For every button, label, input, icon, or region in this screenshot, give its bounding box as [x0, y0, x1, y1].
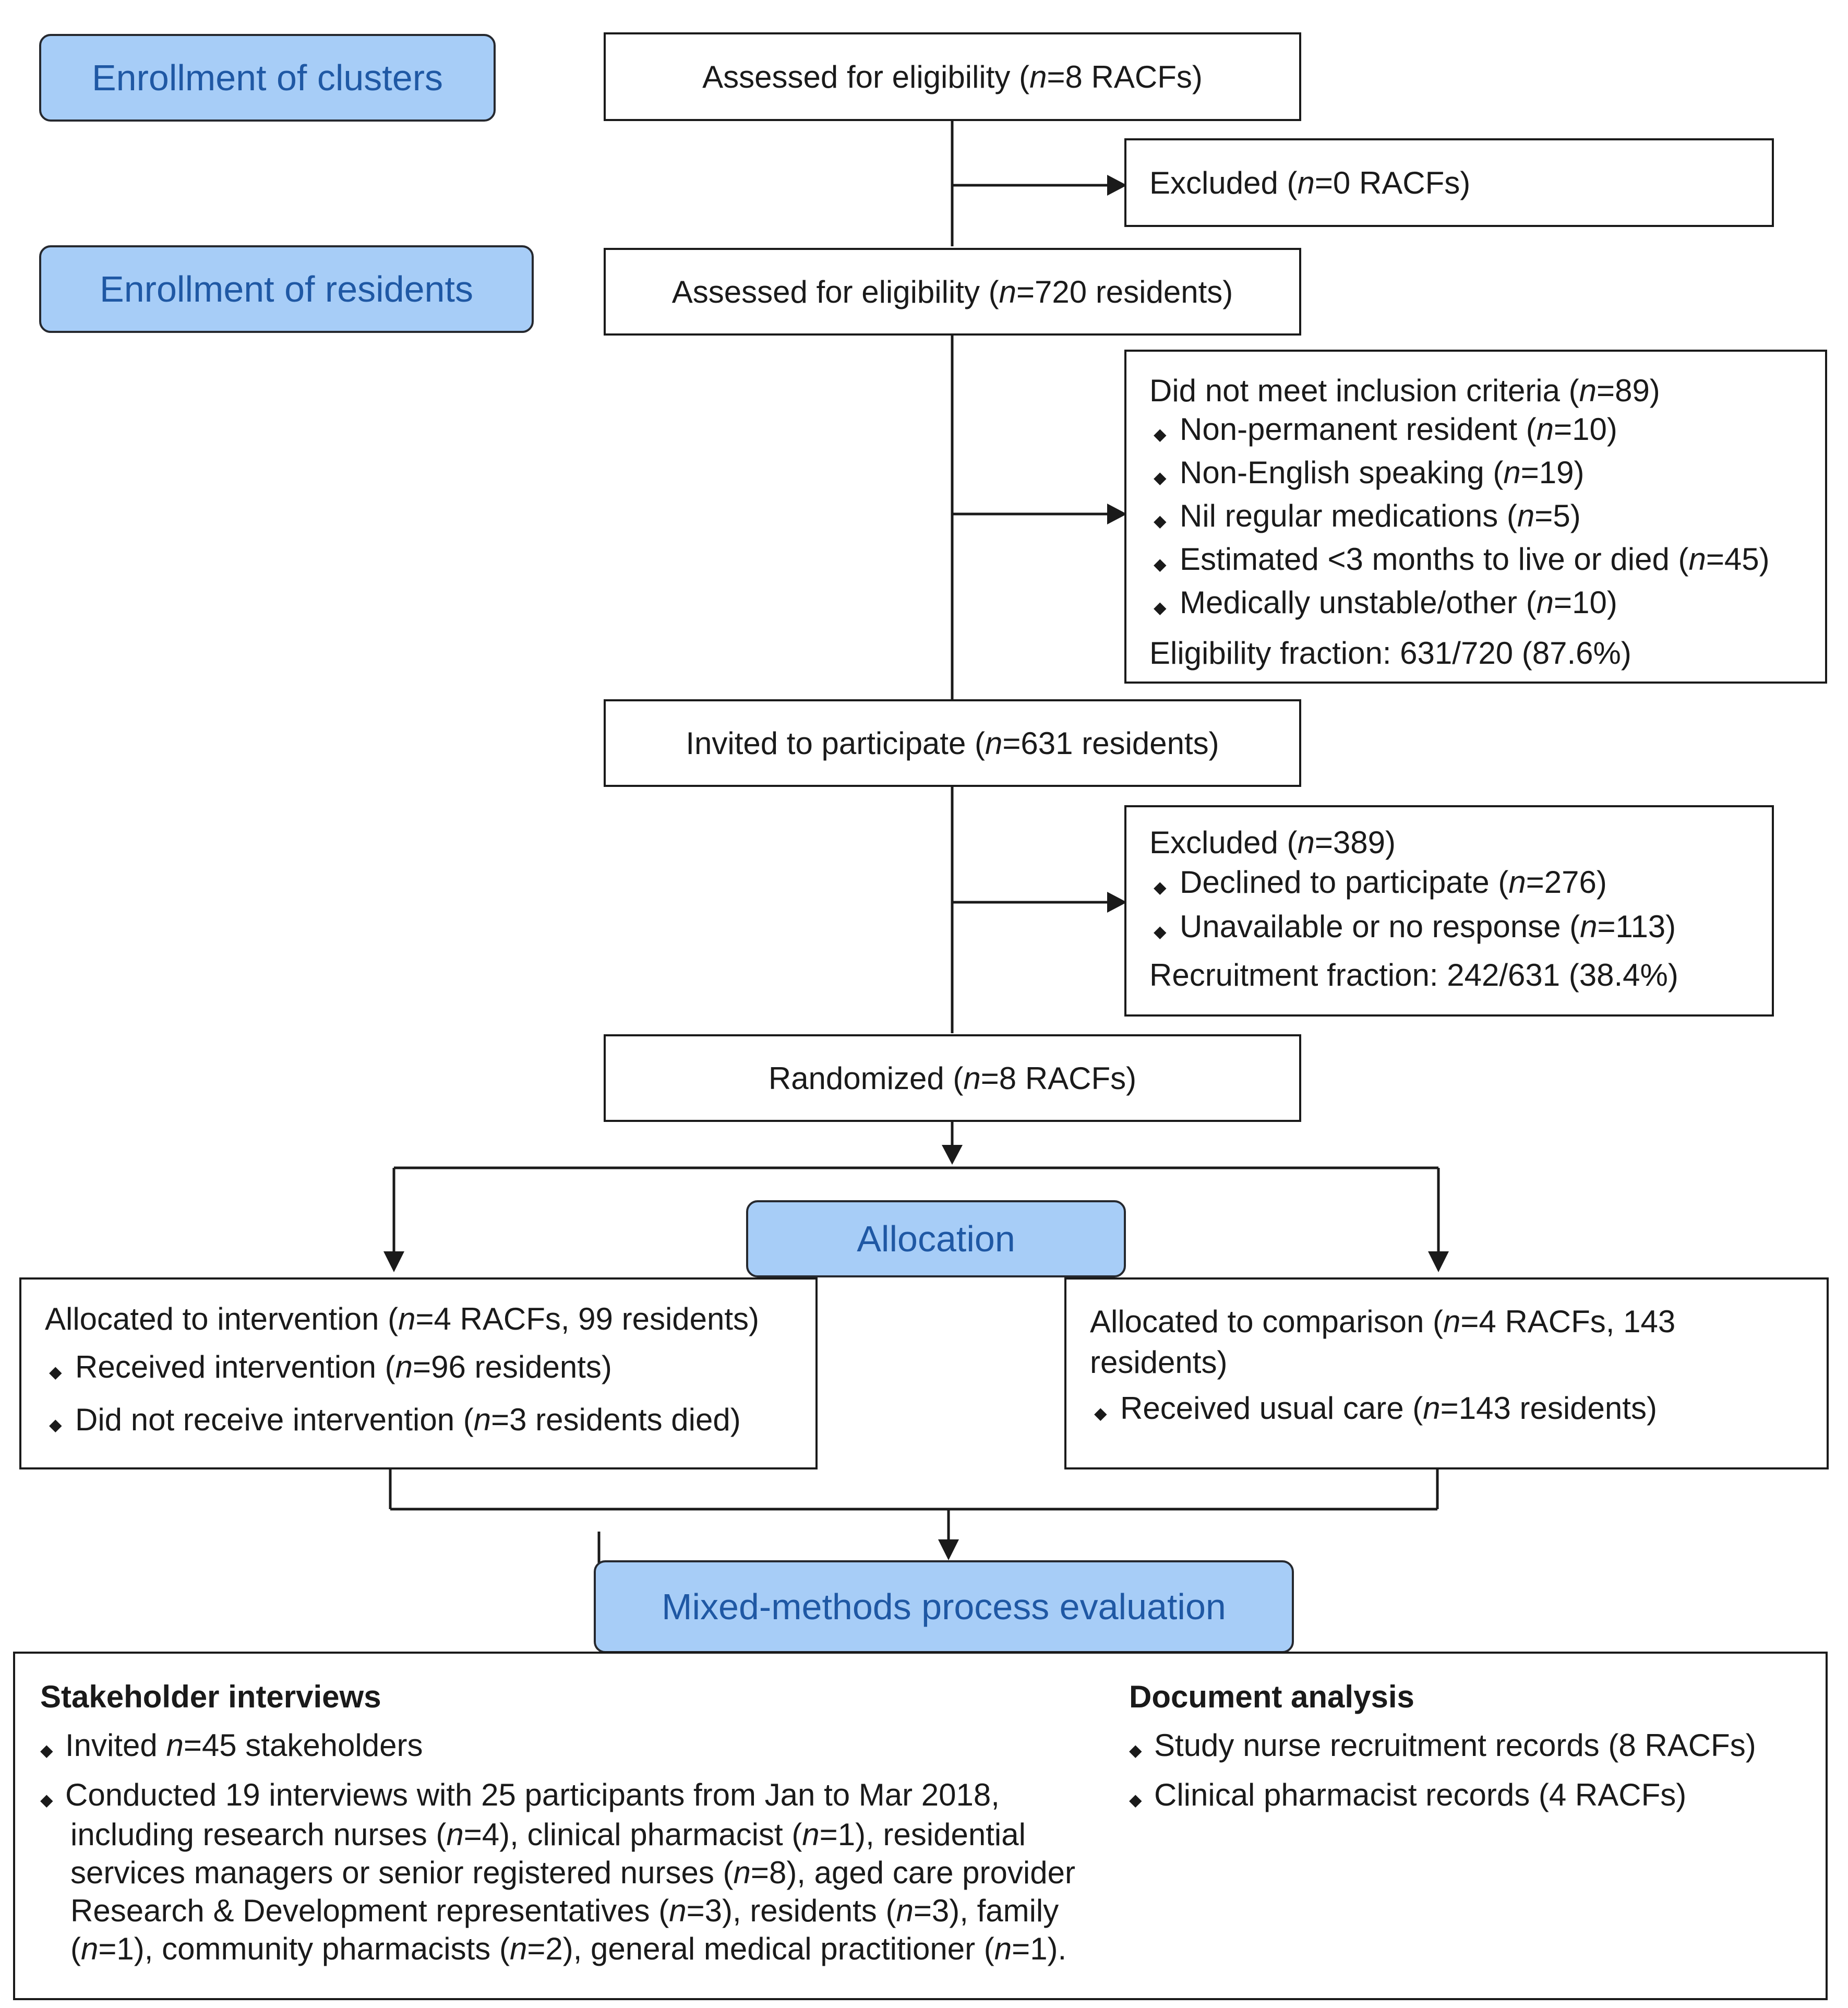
interviews-title: Stakeholder interviews	[40, 1679, 381, 1714]
bullet-icon: ◆	[1129, 1741, 1142, 1760]
box-intervention: Allocated to intervention (n=4 RACFs, 99…	[19, 1277, 818, 1469]
box-randomized: Randomized (n=8 RACFs)	[604, 1034, 1301, 1122]
documents-title: Document analysis	[1129, 1679, 1414, 1714]
bullet-icon: ◆	[1154, 922, 1167, 941]
column-document-analysis: Document analysis ◆Study nurse recruitme…	[1129, 1678, 1818, 1814]
stage-label-evaluation: Mixed-methods process evaluation	[594, 1560, 1294, 1653]
bullet-icon: ◆	[49, 1415, 62, 1434]
bullet-icon: ◆	[1154, 511, 1167, 530]
arrowhead-intervention	[383, 1251, 404, 1272]
box-inclusion-criteria: Did not meet inclusion criteria (n=89) ◆…	[1124, 350, 1827, 684]
bullet-icon: ◆	[1154, 878, 1167, 897]
box-eligibility-clusters: Assessed for eligibility (n=8 RACFs)	[604, 32, 1301, 121]
column-stakeholder-interviews: Stakeholder interviews ◆Invited n=45 sta…	[40, 1678, 1131, 1968]
arrowhead-excluded-residents	[1107, 892, 1127, 913]
bullet-icon: ◆	[1129, 1790, 1142, 1810]
stage-label-residents: Enrollment of residents	[39, 245, 534, 333]
arrowhead-excluded-clusters	[1107, 175, 1127, 196]
arrowhead-randomized	[942, 1145, 963, 1165]
box-comparison: Allocated to comparison (n=4 RACFs, 143 …	[1064, 1277, 1829, 1469]
box-invited: Invited to participate (n=631 residents)	[604, 699, 1301, 787]
stage-label-allocation: Allocation	[746, 1200, 1126, 1277]
bullet-icon: ◆	[40, 1790, 53, 1810]
bullet-icon: ◆	[1154, 598, 1167, 617]
stage-label-clusters: Enrollment of clusters	[39, 34, 496, 122]
bullet-icon: ◆	[1154, 468, 1167, 487]
bullet-icon: ◆	[1154, 555, 1167, 573]
bullet-icon: ◆	[1154, 425, 1167, 444]
arrowhead-evaluation	[938, 1539, 959, 1560]
bullet-icon: ◆	[49, 1362, 62, 1381]
box-eligibility-residents: Assessed for eligibility (n=720 resident…	[604, 248, 1301, 336]
box-process-evaluation: Stakeholder interviews ◆Invited n=45 sta…	[13, 1652, 1828, 2000]
bullet-icon: ◆	[1094, 1404, 1107, 1423]
arrowhead-inclusion	[1107, 504, 1127, 524]
arrowhead-comparison	[1428, 1251, 1449, 1272]
recruitment-fraction: Recruitment fraction: 242/631 (38.4%)	[1149, 958, 1678, 993]
interviews-conducted: ◆Conducted 19 interviews with 25 partici…	[40, 1777, 1075, 1967]
bullet-icon: ◆	[40, 1741, 53, 1760]
eligibility-fraction: Eligibility fraction: 631/720 (87.6%)	[1149, 636, 1631, 671]
box-excluded-clusters: Excluded (n=0 RACFs)	[1124, 138, 1774, 227]
box-excluded-residents: Excluded (n=389) ◆Declined to participat…	[1124, 805, 1774, 1017]
